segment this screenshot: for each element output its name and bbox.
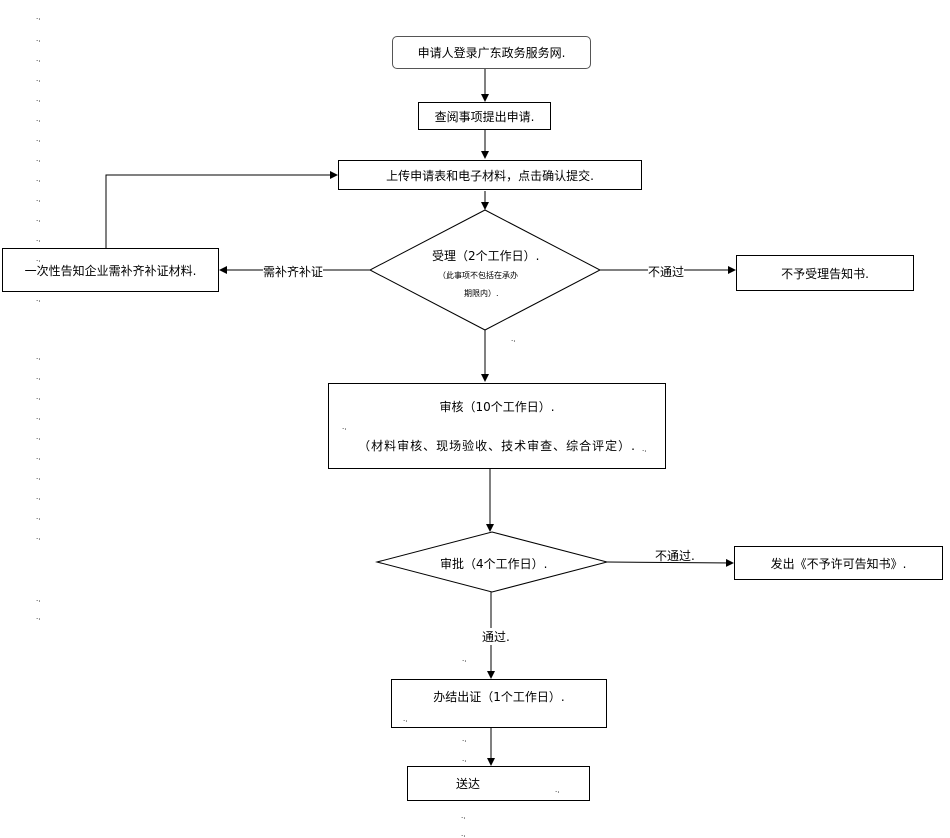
paragraph-mark: .ˌ xyxy=(342,423,347,431)
paragraph-mark: .ˌ xyxy=(36,413,41,421)
paragraph-mark: .ˌ xyxy=(511,335,516,343)
node-reject-accept-label: 不予受理告知书. xyxy=(781,266,869,281)
paragraph-mark: .ˌ xyxy=(36,75,41,83)
paragraph-mark: .ˌ xyxy=(36,473,41,481)
paragraph-mark: .ˌ xyxy=(36,55,41,63)
paragraph-mark: .ˌ xyxy=(36,533,41,541)
paragraph-mark: .ˌ xyxy=(36,255,41,263)
node-review-detail: （材料审核、现场验收、技术审查、综合评定）. xyxy=(358,439,636,453)
paragraph-mark: .ˌ xyxy=(462,655,467,663)
paragraph-mark: .ˌ xyxy=(36,513,41,521)
paragraph-mark: .ˌ xyxy=(36,235,41,243)
paragraph-mark: .ˌ xyxy=(36,175,41,183)
paragraph-mark: .ˌ xyxy=(555,786,560,794)
node-supplement: 一次性告知企业需补齐补证材料. xyxy=(2,248,219,292)
edge-label-fail-approve: 不通过. xyxy=(655,549,695,563)
paragraph-mark: .ˌ xyxy=(642,445,647,453)
decision-accept-note-1: （此事项不包括在承办 xyxy=(438,271,518,280)
edge-approve-notice xyxy=(606,558,734,567)
paragraph-mark: .ˌ xyxy=(36,353,41,361)
paragraph-mark: .ˌ xyxy=(36,195,41,203)
decision-accept-note-2: 期限内）. xyxy=(464,289,499,298)
node-view: 查阅事项提出申请. xyxy=(418,102,551,130)
node-notice-no-label: 发出《不予许可告知书》. xyxy=(770,556,907,571)
paragraph-mark: .ˌ xyxy=(36,115,41,123)
paragraph-mark: .ˌ xyxy=(36,595,41,603)
decision-approve-title: 审批（4个工作日）. xyxy=(440,557,548,571)
paragraph-mark: .ˌ xyxy=(36,13,41,21)
paragraph-mark: .ˌ xyxy=(462,755,467,763)
node-upload-label: 上传申请表和电子材料，点击确认提交. xyxy=(386,168,594,183)
node-reject-accept: 不予受理告知书. xyxy=(736,255,914,291)
node-upload: 上传申请表和电子材料，点击确认提交. xyxy=(338,160,642,190)
node-login-label: 申请人登录广东政务服务网. xyxy=(417,46,566,60)
paragraph-mark: .ˌ xyxy=(36,453,41,461)
edge-label-need-supplement: 需补齐补证 xyxy=(263,263,324,280)
paragraph-mark: .ˌ xyxy=(461,812,466,820)
paragraph-mark: .ˌ xyxy=(36,393,41,401)
node-issue: 办结出证（1个工作日）. xyxy=(391,679,607,728)
paragraph-mark: .ˌ xyxy=(36,35,41,43)
paragraph-mark: .ˌ xyxy=(36,433,41,441)
node-issue-label: 办结出证（1个工作日）. xyxy=(433,690,565,704)
paragraph-mark: .ˌ xyxy=(403,715,408,723)
paragraph-mark: .ˌ xyxy=(36,215,41,223)
edge-supplement-upload xyxy=(105,171,338,248)
node-deliver: 送达 xyxy=(407,766,590,801)
paragraph-mark: .ˌ xyxy=(461,830,466,838)
paragraph-mark: .ˌ xyxy=(36,295,41,303)
decision-approve-diamond xyxy=(375,531,609,593)
edge-label-fail-accept: 不通过 xyxy=(648,263,685,280)
node-notice-no: 发出《不予许可告知书》. xyxy=(734,546,943,580)
paragraph-mark: .ˌ xyxy=(36,373,41,381)
edge-label-pass: 通过. xyxy=(482,628,510,645)
node-deliver-label: 送达 xyxy=(456,777,481,791)
node-supplement-label: 一次性告知企业需补齐补证材料. xyxy=(24,263,197,278)
decision-accept-title: 受理（2个工作日）. xyxy=(432,249,540,263)
node-review-title: 审核（10个工作日）. xyxy=(439,400,555,414)
paragraph-mark: .ˌ xyxy=(462,735,467,743)
paragraph-mark: .ˌ xyxy=(36,155,41,163)
paragraph-mark: .ˌ xyxy=(36,135,41,143)
paragraph-mark: .ˌ xyxy=(36,493,41,501)
node-login: 申请人登录广东政务服务网. xyxy=(392,36,591,69)
node-review: 审核（10个工作日）. （材料审核、现场验收、技术审查、综合评定）. xyxy=(328,383,666,469)
paragraph-mark: .ˌ xyxy=(36,613,41,621)
paragraph-mark: .ˌ xyxy=(36,95,41,103)
node-view-label: 查阅事项提出申请. xyxy=(434,109,535,124)
